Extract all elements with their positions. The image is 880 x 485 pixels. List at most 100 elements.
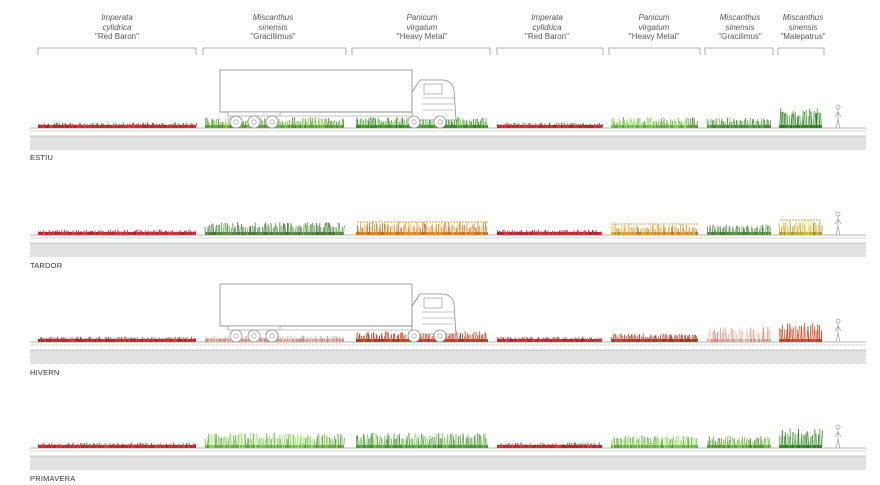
grass-blade	[84, 123, 86, 129]
grass-blade	[107, 336, 110, 343]
grass-blade	[800, 325, 803, 343]
grass-blade	[189, 444, 192, 449]
grass-blade	[180, 231, 183, 236]
grass-blade	[572, 231, 575, 236]
grass-blade	[525, 444, 528, 449]
grass-blade	[148, 444, 151, 449]
grass-blade	[553, 338, 556, 343]
grass-blade	[193, 337, 196, 343]
grass-blade	[432, 437, 435, 449]
grass-blade	[677, 228, 680, 236]
grass-blade	[677, 117, 680, 129]
grass-blade	[228, 224, 231, 236]
grass-blade	[690, 436, 693, 449]
grass-blade	[140, 442, 142, 449]
grass-blade	[307, 222, 309, 236]
grass-blade	[291, 335, 293, 343]
grass-blade	[527, 231, 530, 236]
grass-blade	[119, 338, 122, 343]
grass-blade	[713, 119, 715, 129]
grass-blade	[217, 335, 220, 343]
grass-blade	[135, 443, 138, 449]
grass-blade	[292, 121, 295, 129]
grass-blade	[630, 119, 632, 129]
grass-blade	[229, 338, 231, 343]
seed-head	[621, 223, 623, 225]
seed-head	[783, 219, 785, 221]
grass-blade	[141, 231, 144, 236]
truck-trailer	[219, 69, 413, 113]
grass-blade	[527, 444, 530, 449]
grass-blade	[716, 225, 719, 236]
grass-blade	[102, 444, 104, 449]
grass-blade	[588, 337, 591, 343]
grass-blade	[49, 124, 52, 129]
grass-blade	[461, 432, 464, 449]
grass-blade	[166, 124, 168, 129]
grass-blade	[306, 435, 309, 449]
grass-blade	[298, 225, 300, 236]
grass-blade	[223, 436, 226, 449]
grass-blade	[175, 124, 177, 129]
grass-blade	[140, 230, 142, 236]
grass-blade	[109, 443, 112, 449]
plant-base	[707, 125, 771, 128]
grass-blade	[620, 121, 622, 129]
grass-blade	[657, 335, 660, 343]
grass-blade	[323, 222, 326, 236]
grass-blade	[369, 436, 371, 449]
grass-blade	[781, 324, 784, 343]
grass-blade	[737, 225, 739, 236]
grass-blade	[242, 121, 245, 129]
grass-blade	[790, 113, 793, 129]
grass-blade	[500, 124, 503, 129]
grass-blade	[786, 224, 789, 236]
seed-head	[423, 221, 425, 223]
grass-blade	[780, 111, 783, 129]
grass-blade	[757, 121, 760, 129]
grass-blade	[395, 117, 398, 129]
plant-base	[497, 339, 602, 342]
grass-blade	[522, 444, 525, 449]
seed-head	[369, 221, 371, 223]
grass-blade	[509, 231, 512, 236]
grass-blade	[256, 227, 259, 236]
grass-blade	[429, 118, 431, 129]
grass-blade	[227, 438, 230, 449]
grass-blade	[235, 435, 237, 449]
grass-blade	[212, 337, 215, 343]
grass-blade	[419, 333, 422, 343]
grass-blade	[70, 231, 73, 236]
grass-blade	[361, 227, 364, 236]
seed-head	[417, 221, 419, 223]
grass-blade	[683, 334, 686, 343]
grass-blade	[309, 337, 311, 343]
grass-blade	[729, 226, 731, 236]
grass-blade	[637, 228, 640, 236]
grass-blade	[357, 225, 359, 236]
plant-band	[356, 221, 488, 236]
grass-blade	[712, 436, 715, 449]
cultivar-name: "Gracilimus"	[718, 32, 762, 41]
grass-blade	[673, 334, 676, 343]
grass-blade	[265, 221, 268, 236]
grass-blade	[644, 228, 647, 236]
grass-blade	[296, 226, 299, 236]
grass-blade	[818, 112, 821, 129]
grass-blade	[126, 229, 128, 236]
seed-head	[624, 223, 626, 225]
grass-blade	[167, 337, 170, 343]
grass-blade	[715, 120, 718, 129]
grass-blade	[124, 229, 126, 236]
grass-blade	[40, 336, 43, 343]
grass-blade	[366, 224, 369, 236]
grass-blade	[464, 331, 467, 343]
grass-blade	[520, 442, 523, 449]
grass-blade	[750, 225, 753, 236]
species-name: Panicum	[638, 13, 670, 22]
grass-blade	[372, 438, 375, 449]
plant-band	[497, 442, 603, 449]
grass-blade	[507, 336, 510, 343]
grass-blade	[167, 444, 170, 449]
